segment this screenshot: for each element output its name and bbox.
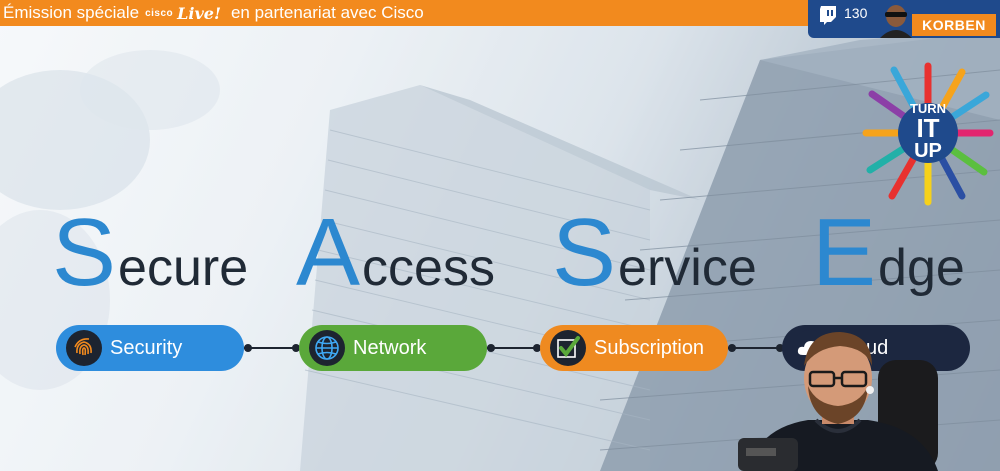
headline-word-secure: Secure [52,199,249,306]
fingerprint-icon [66,330,102,366]
sase-headline: Secure Access Service Edge [50,198,980,306]
pill-security-label: Security [110,336,183,359]
connector-dot [244,344,252,352]
viewer-count: 130 [844,5,868,21]
presenter-webcam [738,320,1000,471]
connector-line-2 [487,347,540,349]
pill-subscription: Subscription [540,325,728,371]
globe-icon [309,330,345,366]
logo-line-3: UP [914,140,942,162]
connector-line-3 [728,347,782,349]
pill-subscription-label: Subscription [594,336,705,359]
connector-dot [487,344,495,352]
connector-dot [292,344,300,352]
banner-lead-text: Émission spéciale [3,3,140,22]
connector-dot [776,344,784,352]
turn-it-up-logo: TURN IT UP [862,60,994,206]
connector-line-1 [244,347,299,349]
cisco-live-logo: Live! [177,3,221,23]
cisco-logo-text: cisco [145,7,174,19]
host-avatar [876,2,916,38]
connector-dot [533,344,541,352]
twitch-icon [818,5,838,30]
pill-network-label: Network [353,336,427,359]
headline-word-service: Service [552,199,757,306]
logo-line-2: IT [916,113,940,143]
pill-security: Security [56,325,244,371]
checkmark-icon [550,330,586,366]
logo-line-1: TURN [909,101,947,116]
connector-dot [728,344,736,352]
banner-tail-text: en partenariat avec Cisco [230,3,424,22]
headline-word-access: Access [296,199,495,306]
pill-network: Network [299,325,487,371]
host-name-badge: KORBEN [912,14,996,36]
headline-word-edge: Edge [812,199,965,306]
